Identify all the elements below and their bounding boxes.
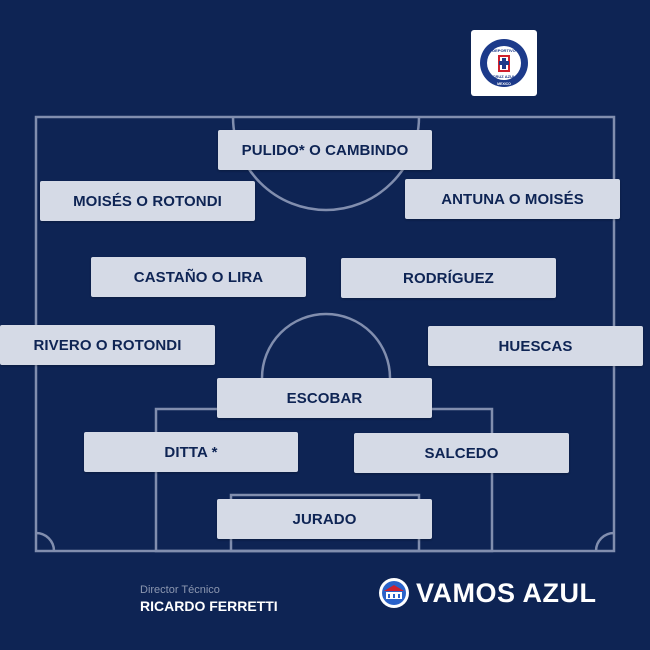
player-card-goalkeeper: JURADO (217, 499, 432, 539)
player-card-left-mid: CASTAÑO O LIRA (91, 257, 306, 297)
vamos-azul-logo-icon (379, 578, 409, 608)
player-card-center-back-1: ESCOBAR (217, 378, 432, 418)
coach-label: Director Técnico (140, 584, 220, 596)
club-crest: DEPORTIVO CRUZ AZUL MEXICO (471, 30, 537, 96)
player-card-right-mid: RODRÍGUEZ (341, 258, 556, 298)
player-card-forward: PULIDO* O CAMBINDO (218, 130, 432, 170)
brand-name: VAMOS AZUL (416, 577, 597, 608)
coach-name: RICARDO FERRETTI (140, 598, 278, 614)
player-card-right-back: HUESCAS (428, 326, 643, 366)
player-card-left-back: RIVERO O ROTONDI (0, 325, 215, 365)
player-card-left-wing: MOISÉS O ROTONDI (40, 181, 255, 221)
player-card-right-wing: ANTUNA O MOISÉS (405, 179, 620, 219)
corner-arc-right (594, 531, 615, 552)
player-card-center-back-2: DITTA * (84, 432, 298, 472)
svg-text:MEXICO: MEXICO (497, 82, 511, 86)
svg-text:DEPORTIVO: DEPORTIVO (492, 48, 516, 53)
svg-text:CRUZ AZUL: CRUZ AZUL (493, 74, 516, 79)
vamos-azul-logo: VAMOS AZUL (378, 576, 597, 610)
corner-arc-left (35, 531, 56, 552)
player-card-center-back-3: SALCEDO (354, 433, 569, 473)
penalty-arc (260, 312, 392, 379)
cruz-azul-crest-icon: DEPORTIVO CRUZ AZUL MEXICO (480, 39, 528, 87)
